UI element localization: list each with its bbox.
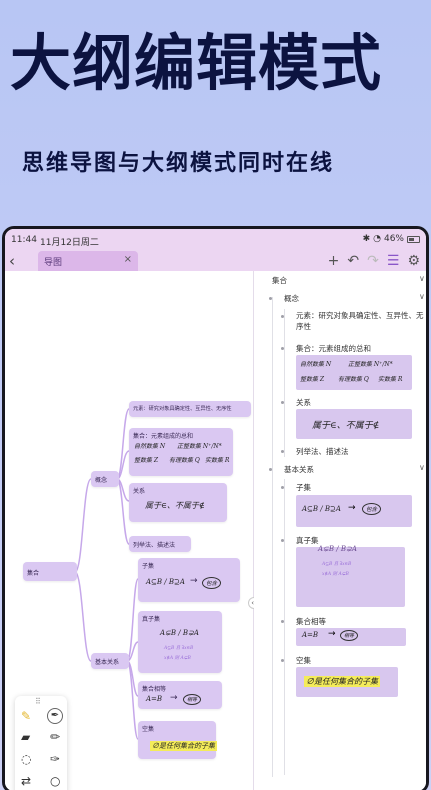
- battery-icon: [407, 235, 420, 243]
- mindmap-element-node[interactable]: 元素：研究对象具确定性、互异性、无序性: [129, 401, 251, 417]
- promo-title: 大纲编辑模式: [10, 28, 383, 99]
- battery-text: 46%: [383, 234, 404, 244]
- redo-icon[interactable]: ↷: [367, 253, 379, 269]
- chevron-down-icon[interactable]: ∨: [419, 292, 425, 301]
- outline-ink-card[interactable]: A=B → 相等: [296, 628, 406, 646]
- outline-item-basic[interactable]: 基本关系: [284, 465, 314, 474]
- outline-item-empty-set[interactable]: 空集: [296, 656, 311, 665]
- outline-bullet: [269, 468, 272, 471]
- outline-bullet: [281, 659, 284, 662]
- outline-bullet: [281, 347, 284, 350]
- outline-item-proper-subset[interactable]: 真子集: [296, 536, 319, 545]
- mindmap-method-node[interactable]: 列举法、描述法: [129, 536, 191, 552]
- mindmap-proper-subset-node[interactable]: 真子集 A⊊B / B⊋A A⊆B 且 ∃x∈B x∉A 则 A⊊B: [138, 611, 222, 673]
- fountain-pen-icon[interactable]: ✒: [47, 708, 63, 724]
- mindmap-subset-node[interactable]: 子集 A⊆B / B⊇A → 包含: [138, 558, 240, 602]
- pen-tools-panel: ⠿ ✎ ✒ ▰ ✏ ◌ ✑ ⇄ ○: [15, 696, 67, 790]
- mindmap-root-node[interactable]: 集合: [23, 562, 77, 581]
- outline-bullet: [281, 450, 284, 453]
- outline-bullet: [281, 401, 284, 404]
- mindmap-set-node[interactable]: 集合：元素组成的总和 自然数集 N 正整数集 N⁺/N* 整数集 Z 有理数集 …: [129, 428, 233, 476]
- outline-ink-card[interactable]: ∅是任何集合的子集: [296, 667, 398, 697]
- outline-ink-card[interactable]: 自然数集 N 正整数集 N⁺/N* 整数集 Z 有理数集 Q 实数集 R: [296, 355, 412, 390]
- outline-bullet: [281, 539, 284, 542]
- outline-item-set[interactable]: 集合：元素组成的总和: [296, 344, 371, 353]
- outline-item-equal[interactable]: 集合相等: [296, 617, 326, 626]
- outline-item-element[interactable]: 元素：研究对象具确定性、互异性、无序性: [296, 311, 424, 331]
- wifi-icon: ◔: [373, 234, 381, 244]
- bluetooth-icon: ✱: [362, 234, 371, 244]
- mindmap-equal-node[interactable]: 集合相等 A=B → 相等: [138, 681, 222, 709]
- mindmap-relation-leaf-node[interactable]: 关系 属于∈、不属于∉: [129, 483, 227, 522]
- outline-panel[interactable]: 集合 ∨ 概念 ∨ 元素：研究对象具确定性、互异性、无序性 集合：元素组成的总和…: [254, 271, 426, 790]
- outline-bullet: [281, 620, 284, 623]
- back-icon[interactable]: ‹: [9, 252, 15, 270]
- tablet-screen: 11:44 11月12日周二 ✱ ◔ 46% ‹ 导图 × + ↶ ↷ ☰ ⚙: [2, 226, 429, 790]
- outline-bullet: [269, 297, 272, 300]
- status-date: 11月12日周二: [40, 238, 99, 248]
- promo-subtitle: 思维导图与大纲模式同时在线: [22, 151, 335, 176]
- status-time: 11:44: [11, 235, 37, 245]
- toolbar: ‹ 导图 × + ↶ ↷ ☰ ⚙: [5, 251, 426, 271]
- outline-item-root[interactable]: 集合: [272, 276, 287, 285]
- chevron-down-icon[interactable]: ∨: [419, 274, 425, 283]
- drag-handle-icon[interactable]: ⠿: [35, 697, 41, 706]
- swap-icon[interactable]: ⇄: [21, 774, 32, 788]
- outline-ink-card[interactable]: A⊊B / B⊋A A⊆B 且 ∃x∈B x∉A 则 A⊊B: [296, 545, 405, 607]
- outline-list-icon[interactable]: ☰: [386, 253, 400, 269]
- tab-mindmap[interactable]: 导图 ×: [38, 251, 138, 271]
- mindmap-relation-node[interactable]: 基本关系: [91, 653, 129, 669]
- pen-icon[interactable]: ✏: [50, 730, 61, 744]
- mindmap-empty-set-node[interactable]: 空集 ∅是任何集合的子集: [138, 721, 217, 759]
- settings-sliders-icon[interactable]: ⚙: [407, 253, 420, 269]
- shape-circle-icon[interactable]: ○: [50, 774, 61, 788]
- lasso-icon[interactable]: ◌: [21, 752, 32, 766]
- mindmap-concept-node[interactable]: 概念: [91, 471, 119, 487]
- outline-item-concept[interactable]: 概念: [284, 294, 299, 303]
- arrow-icon: →: [348, 503, 356, 513]
- plus-icon[interactable]: +: [327, 253, 340, 269]
- arrow-icon: →: [190, 576, 198, 586]
- arrow-icon: →: [328, 629, 336, 639]
- status-bar: 11:44 11月12日周二 ✱ ◔ 46%: [5, 229, 426, 251]
- outline-bullet: [281, 486, 284, 489]
- eraser-icon[interactable]: ▰: [21, 730, 31, 744]
- outline-item-method[interactable]: 列举法、描述法: [296, 447, 349, 456]
- outline-item-relation[interactable]: 关系: [296, 398, 311, 407]
- outline-bullet: [281, 315, 284, 318]
- chevron-down-icon[interactable]: ∨: [419, 463, 425, 472]
- tab-close-icon[interactable]: ×: [123, 254, 132, 265]
- highlighter-icon[interactable]: ✎: [21, 709, 32, 723]
- tab-label: 导图: [44, 258, 63, 268]
- split-divider: [253, 271, 254, 790]
- outline-ink-card[interactable]: 属于∈、不属于∉: [296, 409, 412, 439]
- outline-ink-card[interactable]: A⊆B / B⊇A → 包含: [296, 495, 412, 527]
- outline-item-subset[interactable]: 子集: [296, 483, 311, 492]
- marker-icon[interactable]: ✑: [50, 752, 61, 766]
- undo-icon[interactable]: ↶: [347, 253, 360, 269]
- arrow-icon: →: [170, 693, 178, 703]
